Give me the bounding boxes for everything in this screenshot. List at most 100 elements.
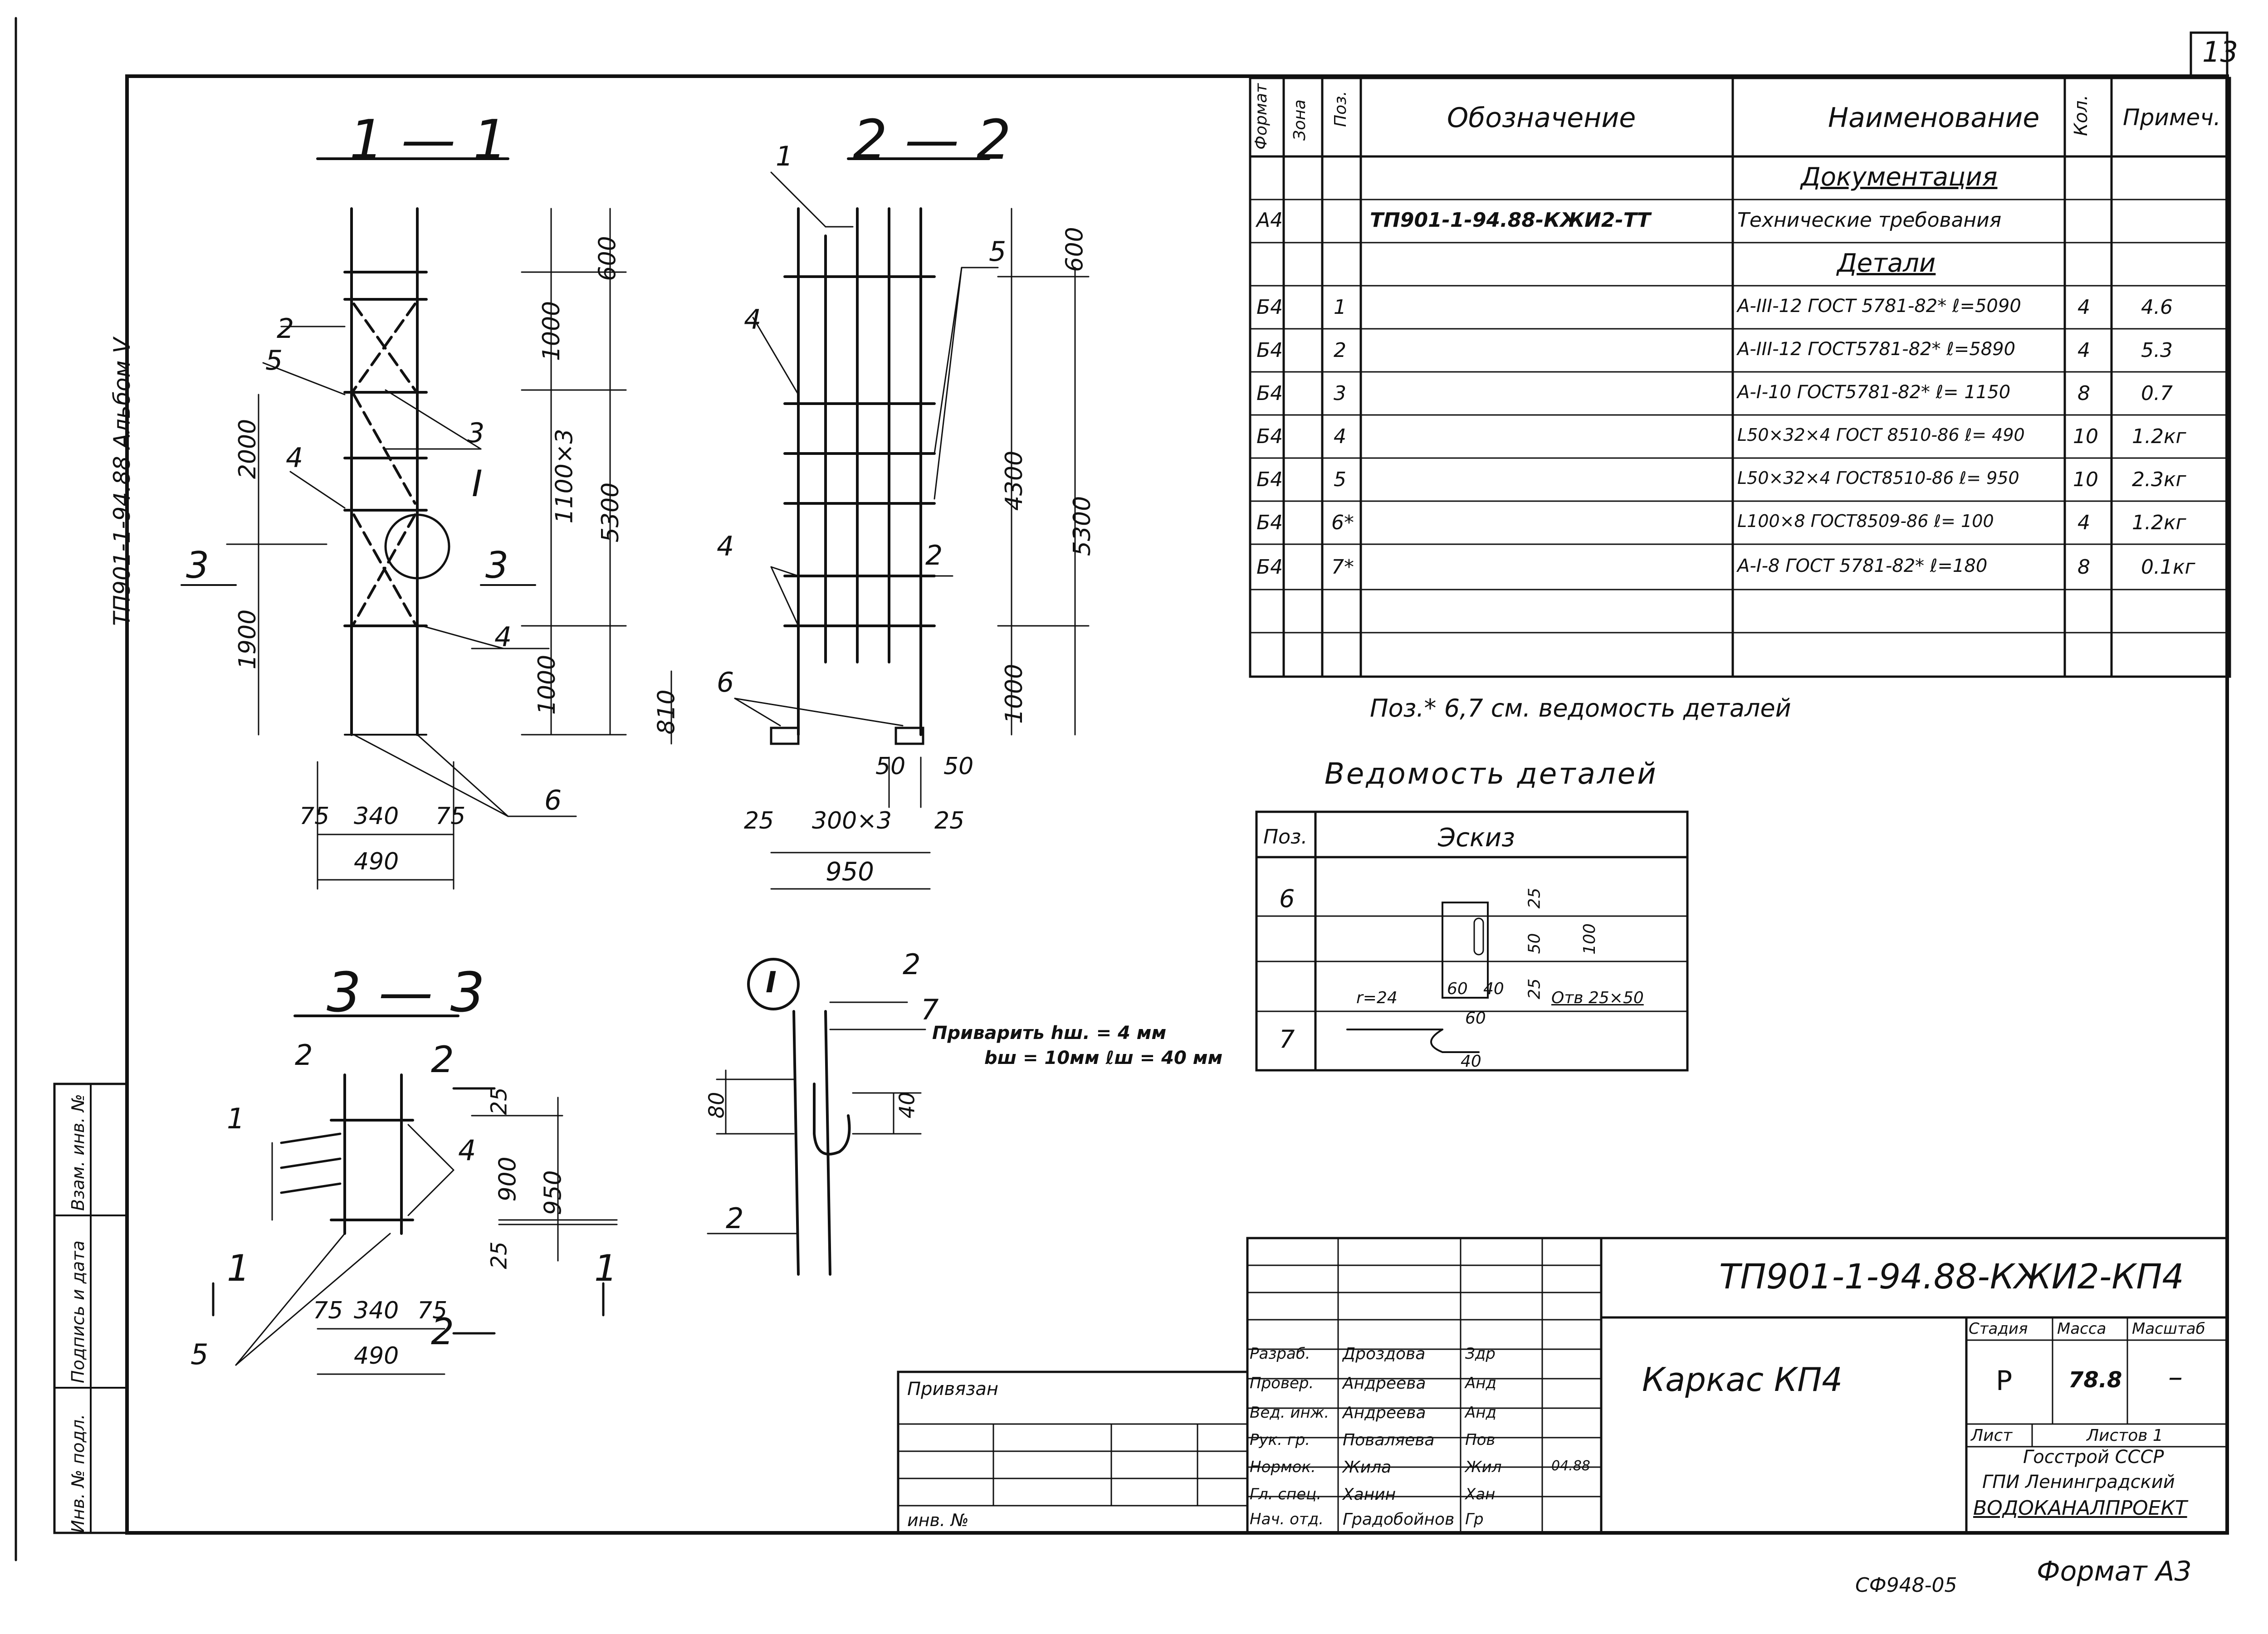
sketch6-dim-25: 25 xyxy=(1525,888,1544,909)
spec-row-code: ТП901-1-94.88-КЖИ2-ТТ xyxy=(1370,209,1651,232)
role-signature: Жил xyxy=(1465,1458,1502,1476)
pos-2-2-6: 6 xyxy=(717,667,734,698)
cut-3-right: 3 xyxy=(485,544,508,586)
spec-section-docs: Документация xyxy=(1801,162,1998,192)
spec-row-name: L50×32×4 ГОСТ8510-86 ℓ= 950 xyxy=(1737,468,2019,488)
sheet-number-box xyxy=(2190,31,2229,78)
spec-row-note: 1.2кг xyxy=(2132,511,2186,534)
spec-table-grid xyxy=(1249,77,2231,678)
title-designation: ТП901-1-94.88-КЖИ2-КП4 xyxy=(1719,1256,2184,1297)
title-block-grid xyxy=(897,1237,2229,1534)
album-side-label: ТП901-1-94.88 Альбом V xyxy=(109,337,135,626)
stamp-sign-date: Подпись и дата xyxy=(68,1240,88,1383)
title-scale: – xyxy=(2168,1361,2183,1394)
details-list-title: Ведомость деталей xyxy=(1325,757,1658,791)
role-signature: Гр xyxy=(1465,1510,1484,1528)
role-name: Андреева xyxy=(1343,1374,1426,1393)
title-org-3: ВОДОКАНАЛПРОЕКТ xyxy=(1973,1497,2187,1520)
detail-I-marker: I xyxy=(766,966,777,1000)
pos-I-2-bottom: 2 xyxy=(726,1202,744,1235)
pos-1-1-3: 3 xyxy=(467,417,485,449)
spec-row-note: 0.1кг xyxy=(2141,556,2195,579)
spec-header-note: Примеч. xyxy=(2123,104,2221,131)
details-list-header-pos: Поз. xyxy=(1263,825,1308,849)
dim-2-2-25b: 25 xyxy=(934,807,965,834)
detail-I-geometry xyxy=(707,958,926,1276)
details-list-grid xyxy=(1255,810,1689,1072)
format-note: Формат А3 xyxy=(2037,1556,2192,1587)
role-signature: Здр xyxy=(1465,1345,1496,1363)
dim-I-80: 80 xyxy=(704,1092,729,1119)
sketch6-dim-40: 40 xyxy=(1483,980,1504,998)
pos-2-2-5: 5 xyxy=(989,236,1007,268)
details-list-row: 7 xyxy=(1279,1025,1295,1054)
dim-1-1-75b: 75 xyxy=(435,803,466,830)
spec-row-fmt: А4 xyxy=(1256,209,1283,232)
dim-2-2-4300: 4300 xyxy=(1001,450,1028,511)
spec-row-fmt: Б4 xyxy=(1256,425,1283,448)
sketch6-dim-25b: 25 xyxy=(1525,978,1544,1000)
spec-row-qty: 8 xyxy=(2077,556,2090,579)
role-signature: Анд xyxy=(1465,1404,1496,1422)
spec-row-qty: 8 xyxy=(2077,382,2090,405)
pos-2-2-4b: 4 xyxy=(717,531,734,562)
role-name: Поваляева xyxy=(1343,1431,1435,1449)
callout-I-label: I xyxy=(472,463,483,505)
spec-row-name: L50×32×4 ГОСТ 8510-86 ℓ= 490 xyxy=(1737,425,2025,445)
dim-2-2-5300: 5300 xyxy=(1069,496,1096,556)
title-scale-label: Масштаб xyxy=(2132,1320,2205,1338)
pos-3-3-5: 5 xyxy=(191,1338,209,1371)
sketch6-dim-60: 60 xyxy=(1447,980,1468,998)
dim-1-1-2000: 2000 xyxy=(234,419,262,479)
details-list-header-sketch: Эскиз xyxy=(1438,823,1515,853)
dim-1-1-5300: 5300 xyxy=(597,482,625,543)
section-2-2-geometry xyxy=(670,157,1090,890)
spec-footnote: Поз.* 6,7 см. ведомость деталей xyxy=(1370,694,1791,722)
norm-date: 04.88 xyxy=(1551,1458,1590,1474)
cut-2-bottom: 2 xyxy=(431,1311,454,1353)
spec-row-fmt: Б4 xyxy=(1256,382,1283,405)
dim-1-1-1100x3: 1100×3 xyxy=(551,429,578,524)
dim-2-2-1000: 1000 xyxy=(1001,663,1028,724)
title-org-1: Госстрой СССР xyxy=(2023,1447,2164,1468)
cut-2-top: 2 xyxy=(431,1039,454,1081)
details-list-row: 6 xyxy=(1279,884,1295,913)
spec-row-pos: 5 xyxy=(1334,468,1346,491)
dim-1-1-1000b: 1000 xyxy=(533,654,561,715)
role-label: Разраб. xyxy=(1250,1345,1310,1363)
title-stadia: Р xyxy=(1996,1365,2013,1397)
inv-label: инв. № xyxy=(907,1510,969,1530)
spec-row-fmt: Б4 xyxy=(1256,468,1283,491)
dim-1-1-490: 490 xyxy=(354,848,399,875)
role-name: Жила xyxy=(1343,1458,1392,1477)
sketch6-hole-note: Отв 25×50 xyxy=(1551,989,1644,1007)
spec-row-name: A-I-10 ГОСТ5781-82* ℓ= 1150 xyxy=(1737,382,2011,403)
spec-row-fmt: Б4 xyxy=(1256,339,1283,362)
dim-2-2-50a: 50 xyxy=(875,753,906,780)
sketch6-dim-50: 50 xyxy=(1525,933,1544,954)
spec-header-zone: Зона xyxy=(1290,99,1309,141)
role-name: Дроздова xyxy=(1343,1345,1426,1363)
dim-3-3-75b: 75 xyxy=(417,1297,448,1324)
bound-label: Привязан xyxy=(907,1379,999,1400)
weld-note-line1: Приварить hш. = 4 мм xyxy=(932,1023,1167,1044)
pos-3-3-1: 1 xyxy=(227,1102,245,1135)
spec-row-fmt: Б4 xyxy=(1256,556,1283,579)
spec-row-qty: 4 xyxy=(2077,511,2090,534)
dim-3-3-25a: 25 xyxy=(486,1087,512,1115)
spec-row-name: A-III-12 ГОСТ 5781-82* ℓ=5090 xyxy=(1737,296,2021,317)
title-mass: 78.8 xyxy=(2068,1367,2122,1393)
pos-I-7: 7 xyxy=(921,993,939,1026)
pos-1-1-5: 5 xyxy=(265,345,283,376)
role-label: Вед. инж. xyxy=(1250,1404,1330,1422)
spec-row-note: 2.3кг xyxy=(2132,468,2186,491)
stamp-inv-podl: Инв. № подл. xyxy=(68,1414,88,1533)
spec-row-note: 4.6 xyxy=(2141,296,2173,319)
spec-row-qty: 10 xyxy=(2073,425,2098,448)
spec-row-qty: 4 xyxy=(2077,296,2090,319)
spec-section-parts: Детали xyxy=(1837,249,1936,278)
weld-note-line2: bш = 10мм ℓш = 40 мм xyxy=(984,1048,1223,1068)
cut-1-right: 1 xyxy=(594,1247,617,1289)
stamp-inv-replace: Взам. инв. № xyxy=(68,1093,88,1211)
section-3-3-geometry xyxy=(212,1015,618,1375)
